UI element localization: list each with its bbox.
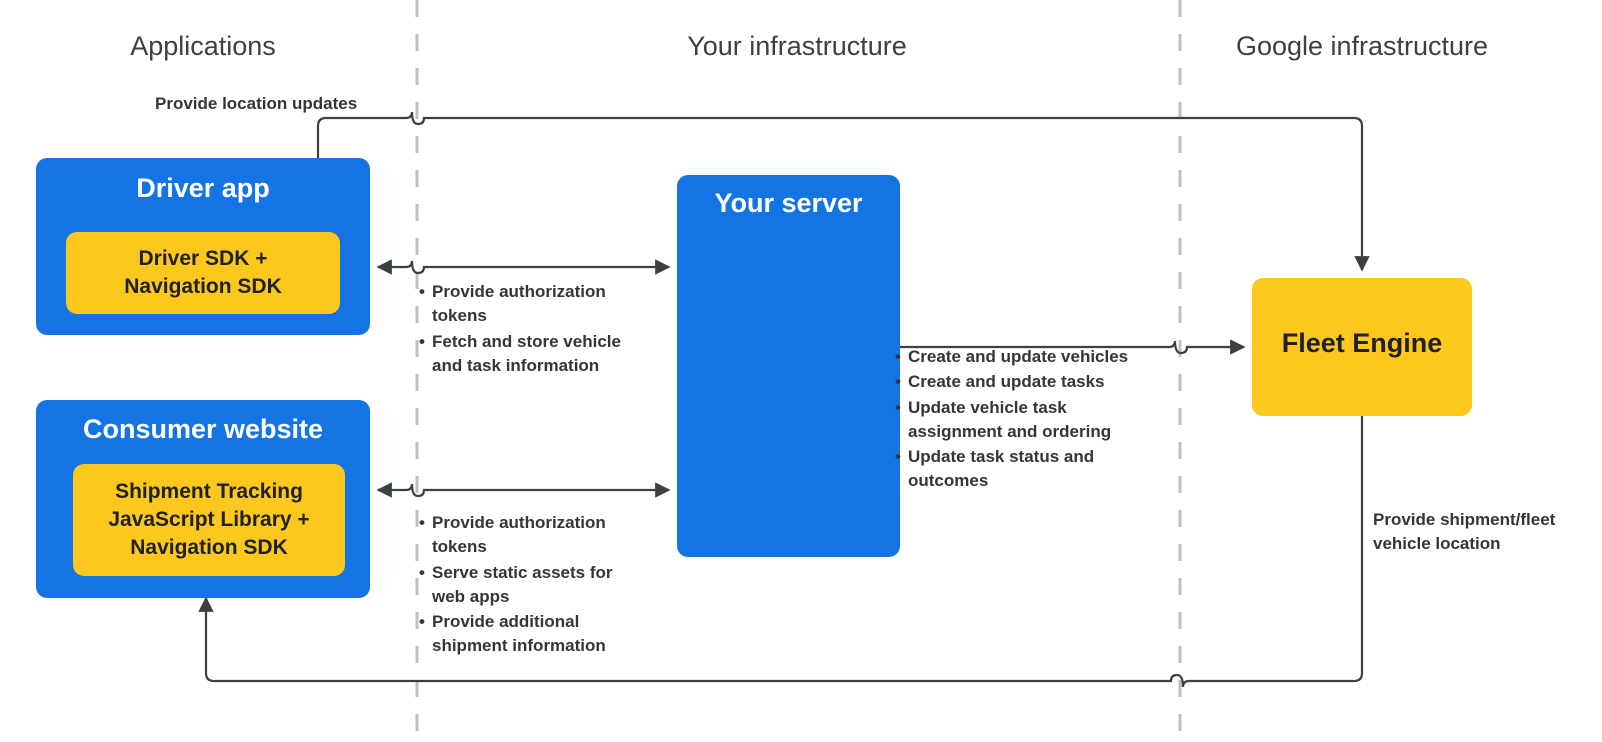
box-fleet-engine[interactable]: Fleet Engine (1252, 278, 1472, 416)
bullets-driver-to-server: Provide authorization tokens Fetch and s… (419, 280, 647, 379)
connector-consumer-website-to-your-server (376, 482, 671, 498)
bullet-item: Create and update vehicles (895, 345, 1147, 370)
your-server-title: Your server (714, 188, 863, 218)
consumer-website-title: Consumer website (82, 414, 324, 444)
driver-sdk-label: Driver SDK + Navigation SDK (124, 247, 282, 298)
bullet-item: Create and update tasks (895, 370, 1147, 395)
bullet-item: Update vehicle task assignment and order… (895, 396, 1147, 445)
connector-your-server-to-fleet-engine (900, 339, 1246, 355)
zone-title-google-infrastructure: Google infrastructure (1235, 31, 1489, 61)
bullets-server-to-fleet-engine: Create and update vehicles Create and up… (895, 345, 1147, 495)
label-provide-location-updates: Provide location updates (155, 94, 358, 113)
label-provide-shipment-fleet-vehicle-location: Provide shipment/fleet vehicle location (1373, 510, 1556, 554)
connector-driver-to-fleet-engine (316, 111, 1370, 272)
box-consumer-website[interactable]: Consumer website Shipment Tracking JavaS… (36, 400, 370, 598)
box-driver-app[interactable]: Driver app Driver SDK + Navigation SDK (36, 158, 370, 335)
shipment-tracking-js-library-label: Shipment Tracking JavaScript Library + N… (108, 480, 310, 559)
zone-title-applications: Applications (130, 31, 276, 61)
bullet-item: Provide authorization tokens (419, 280, 647, 329)
box-your-server[interactable]: Your server (677, 175, 900, 557)
bullet-item: Provide authorization tokens (419, 511, 634, 560)
driver-app-title: Driver app (136, 173, 270, 203)
zone-title-your-infrastructure: Your infrastructure (687, 31, 907, 61)
bullet-item: Provide additional shipment information (419, 610, 634, 659)
box-driver-sdk[interactable]: Driver SDK + Navigation SDK (66, 232, 340, 314)
connector-fleet-engine-to-consumer-website (198, 416, 1364, 688)
bullets-consumer-to-server: Provide authorization tokens Serve stati… (419, 511, 634, 660)
box-shipment-tracking-js-library[interactable]: Shipment Tracking JavaScript Library + N… (73, 464, 345, 576)
fleet-engine-title: Fleet Engine (1281, 328, 1443, 358)
bullet-item: Serve static assets for web apps (419, 561, 634, 610)
bullet-item: Update task status and outcomes (895, 445, 1147, 494)
connector-driver-app-to-your-server (376, 259, 671, 275)
bullet-item: Fetch and store vehicle and task informa… (419, 330, 647, 379)
